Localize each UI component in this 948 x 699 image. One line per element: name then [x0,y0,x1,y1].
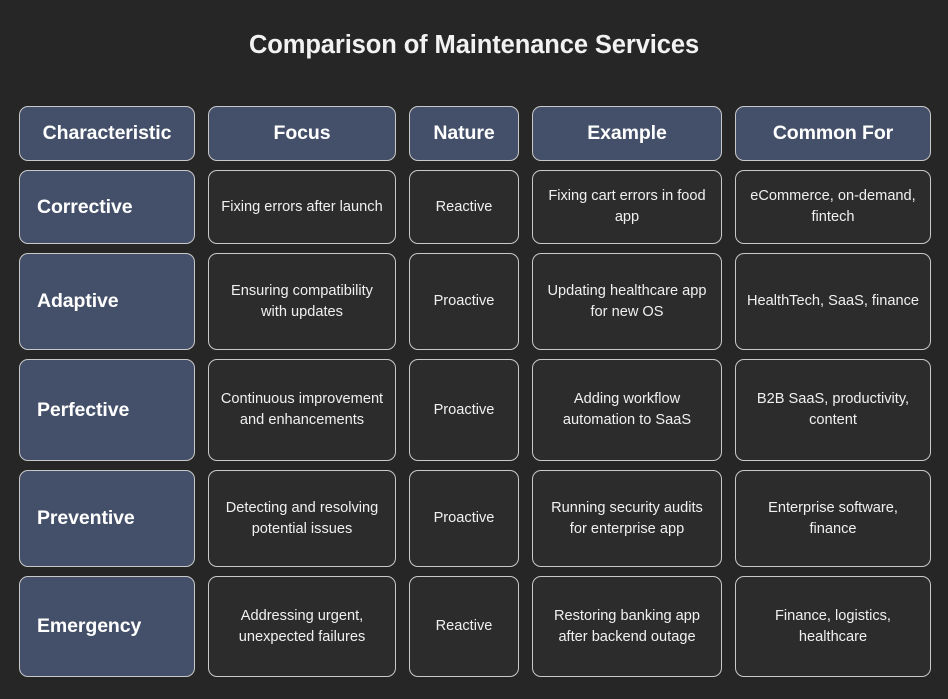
page-title: Comparison of Maintenance Services [248,31,700,59]
table-row: Corrective Fixing errors after launch Re… [19,170,931,244]
cell-nature: Proactive [409,470,519,567]
column-header-focus: Focus [208,106,396,161]
cell-nature: Reactive [409,170,519,244]
cell-nature: Proactive [409,359,519,461]
cell-common-for: Finance, logistics, healthcare [735,576,931,677]
row-label-perfective: Perfective [19,359,195,461]
cell-nature: Reactive [409,576,519,677]
cell-example: Updating healthcare app for new OS [532,253,722,350]
cell-common-for: Enterprise software, finance [735,470,931,567]
comparison-table: Characteristic Focus Nature Example Comm… [19,106,931,677]
row-label-preventive: Preventive [19,470,195,567]
column-header-common-for: Common For [735,106,931,161]
cell-example: Running security audits for enterprise a… [532,470,722,567]
cell-example: Adding workflow automation to SaaS [532,359,722,461]
cell-focus: Fixing errors after launch [208,170,396,244]
cell-focus: Continuous improvement and enhancements [208,359,396,461]
cell-example: Fixing cart errors in food app [532,170,722,244]
table-row: Adaptive Ensuring compatibility with upd… [19,253,931,350]
column-header-characteristic: Characteristic [19,106,195,161]
row-label-emergency: Emergency [19,576,195,677]
row-label-adaptive: Adaptive [19,253,195,350]
column-header-nature: Nature [409,106,519,161]
cell-common-for: eCommerce, on-demand, fintech [735,170,931,244]
table-header-row: Characteristic Focus Nature Example Comm… [19,106,931,161]
table-row: Emergency Addressing urgent, unexpected … [19,576,931,677]
cell-focus: Detecting and resolving potential issues [208,470,396,567]
table-row: Perfective Continuous improvement and en… [19,359,931,461]
column-header-example: Example [532,106,722,161]
row-label-corrective: Corrective [19,170,195,244]
cell-common-for: B2B SaaS, productivity, content [735,359,931,461]
cell-focus: Addressing urgent, unexpected failures [208,576,396,677]
table-row: Preventive Detecting and resolving poten… [19,470,931,567]
cell-example: Restoring banking app after backend outa… [532,576,722,677]
cell-nature: Proactive [409,253,519,350]
cell-common-for: HealthTech, SaaS, finance [735,253,931,350]
cell-focus: Ensuring compatibility with updates [208,253,396,350]
